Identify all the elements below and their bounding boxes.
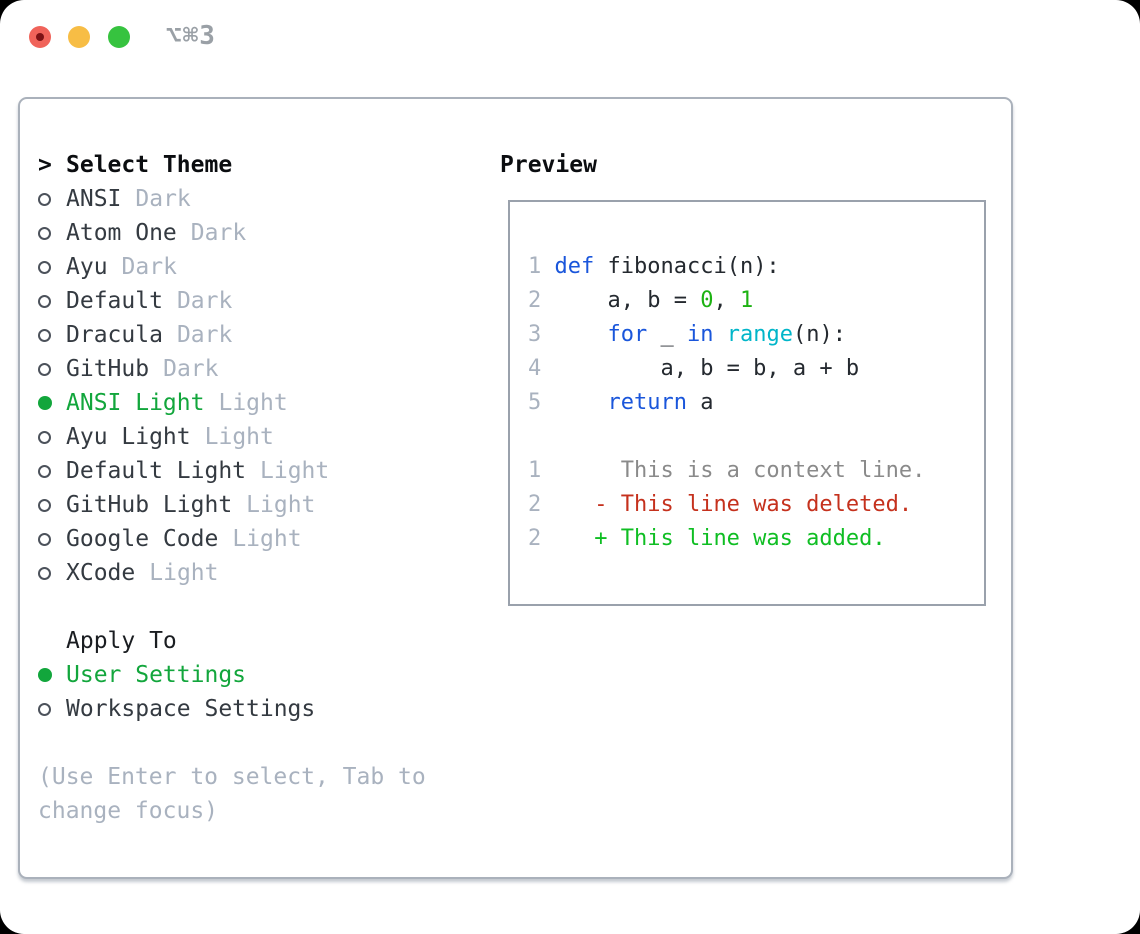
theme-option-default-light[interactable]: Default Light Light bbox=[38, 454, 426, 488]
theme-option-google-code[interactable]: Google Code Light bbox=[38, 522, 426, 556]
code-line: 1 This is a context line. bbox=[528, 458, 926, 483]
theme-option-label: GitHub bbox=[66, 356, 150, 382]
radio-icon bbox=[38, 430, 66, 444]
theme-option-label: Dracula bbox=[66, 322, 163, 348]
theme-variant-tag: Light bbox=[246, 492, 316, 518]
hint-text-line1: (Use Enter to select, Tab to bbox=[38, 764, 426, 790]
theme-variant-tag: Dark bbox=[190, 220, 247, 246]
code-line: 2 + This line was added. bbox=[528, 526, 886, 551]
section-gap bbox=[38, 590, 426, 624]
theme-option-label: XCode bbox=[66, 560, 136, 586]
section-gap bbox=[38, 726, 426, 760]
theme-option-github-light[interactable]: GitHub Light Light bbox=[38, 488, 426, 522]
minimize-button[interactable] bbox=[68, 26, 90, 48]
theme-option-label: Default Light bbox=[66, 458, 247, 484]
apply-option-workspace-settings[interactable]: Workspace Settings bbox=[38, 692, 426, 726]
code-line bbox=[528, 420, 984, 454]
theme-option-ayu[interactable]: Ayu Dark bbox=[38, 250, 426, 284]
line-number: 3 bbox=[528, 322, 542, 347]
hint-text-line2: change focus) bbox=[38, 798, 219, 824]
theme-option-label: Google Code bbox=[66, 526, 219, 552]
radio-icon bbox=[38, 294, 66, 308]
theme-option-default[interactable]: Default Dark bbox=[38, 284, 426, 318]
keyboard-shortcut-label: ⌥⌘3 bbox=[166, 21, 216, 51]
code-line: 3 for _ in range(n): bbox=[528, 322, 846, 347]
theme-option-label: Ayu Light bbox=[66, 424, 191, 450]
close-button[interactable] bbox=[29, 26, 51, 48]
theme-variant-tag: Dark bbox=[163, 356, 219, 382]
line-number: 2 bbox=[528, 288, 542, 313]
code-line: 2 a, b = 0, 1 bbox=[528, 288, 754, 313]
line-number: 2 bbox=[528, 526, 542, 551]
line-number: 2 bbox=[528, 492, 542, 517]
zoom-button[interactable] bbox=[108, 26, 130, 48]
apply-option-label: User Settings bbox=[66, 662, 247, 688]
theme-variant-tag: Light bbox=[204, 424, 274, 450]
theme-option-label: GitHub Light bbox=[66, 492, 233, 518]
preview-code: 1 def fibonacci(n): 2 a, b = 0, 1 3 for _ … bbox=[528, 250, 984, 556]
radio-icon bbox=[38, 532, 66, 546]
radio-icon bbox=[38, 498, 66, 512]
caret-icon: > bbox=[38, 152, 52, 178]
theme-variant-tag: Light bbox=[218, 390, 288, 416]
theme-option-label: ANSI Light bbox=[66, 390, 205, 416]
preview-box: 1 def fibonacci(n): 2 a, b = 0, 1 3 for _ … bbox=[508, 200, 986, 606]
code-line: 4 a, b = b, a + b bbox=[528, 356, 860, 381]
line-number: 5 bbox=[528, 390, 542, 415]
theme-variant-tag: Dark bbox=[135, 186, 191, 212]
code-line: 2 - This line was deleted. bbox=[528, 492, 913, 517]
code-line: 5 return a bbox=[528, 390, 714, 415]
theme-option-label: Atom One bbox=[66, 220, 177, 246]
theme-variant-tag: Light bbox=[232, 526, 302, 552]
select-theme-header: > Select Theme bbox=[38, 148, 426, 182]
theme-variant-tag: Dark bbox=[176, 288, 233, 314]
line-number: 4 bbox=[528, 356, 542, 381]
theme-option-ansi[interactable]: ANSI Dark bbox=[38, 182, 426, 216]
theme-option-dracula[interactable]: Dracula Dark bbox=[38, 318, 426, 352]
theme-variant-tag: Dark bbox=[121, 254, 177, 280]
line-number: 1 bbox=[528, 458, 542, 483]
radio-icon bbox=[38, 464, 66, 478]
radio-selected-icon bbox=[38, 396, 66, 410]
preview-header: Preview bbox=[500, 152, 597, 178]
apply-option-user-settings[interactable]: User Settings bbox=[38, 658, 426, 692]
radio-icon bbox=[38, 702, 66, 716]
code-line: 1 def fibonacci(n): bbox=[528, 254, 780, 279]
apply-to-title: Apply To bbox=[66, 628, 177, 654]
theme-option-label: Default bbox=[66, 288, 163, 314]
theme-option-ansi-light[interactable]: ANSI Light Light bbox=[38, 386, 426, 420]
theme-option-github[interactable]: GitHub Dark bbox=[38, 352, 426, 386]
theme-option-atom-one[interactable]: Atom One Dark bbox=[38, 216, 426, 250]
theme-variant-tag: Light bbox=[260, 458, 330, 484]
theme-variant-tag: Dark bbox=[176, 322, 233, 348]
theme-option-label: ANSI bbox=[66, 186, 122, 212]
apply-option-label: Workspace Settings bbox=[66, 696, 316, 722]
radio-icon bbox=[38, 226, 66, 240]
line-number: 1 bbox=[528, 254, 542, 279]
radio-selected-icon bbox=[38, 668, 66, 682]
apply-to-header: Apply To bbox=[38, 624, 426, 658]
theme-option-ayu-light[interactable]: Ayu Light Light bbox=[38, 420, 426, 454]
theme-option-label: Ayu bbox=[66, 254, 108, 280]
radio-icon bbox=[38, 566, 66, 580]
theme-variant-tag: Light bbox=[149, 560, 219, 586]
radio-icon bbox=[38, 362, 66, 376]
radio-icon bbox=[38, 328, 66, 342]
theme-option-xcode[interactable]: XCode Light bbox=[38, 556, 426, 590]
radio-icon bbox=[38, 260, 66, 274]
select-theme-title: Select Theme bbox=[66, 152, 233, 178]
radio-icon bbox=[38, 192, 66, 206]
